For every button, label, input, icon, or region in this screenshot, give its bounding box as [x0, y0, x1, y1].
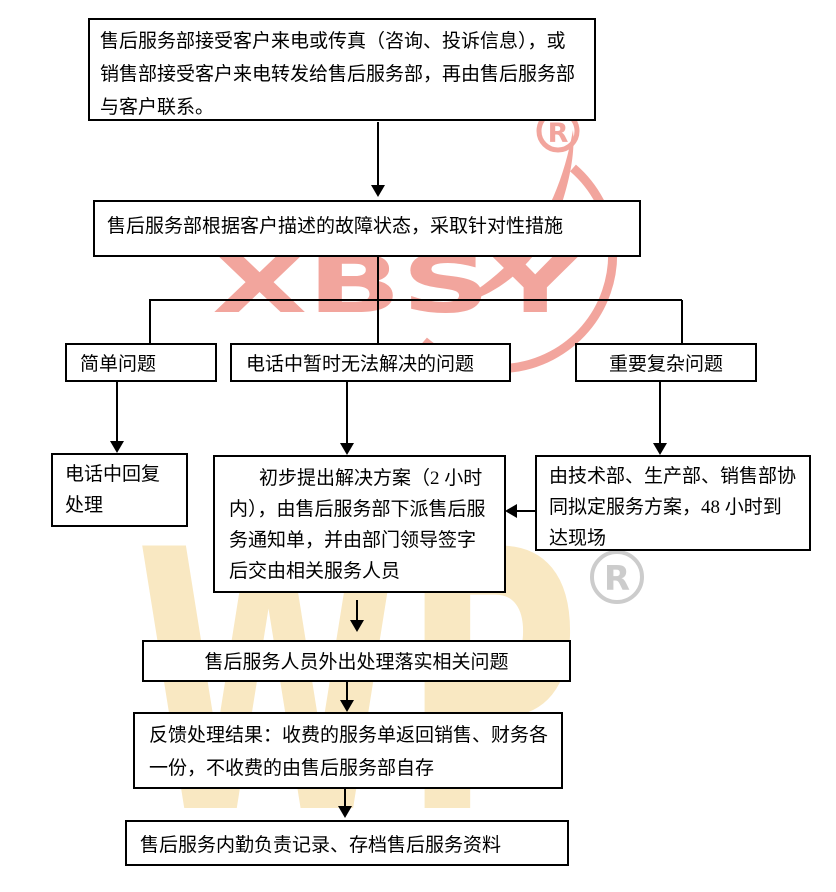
- arrowhead-field-work-feedback: [340, 700, 354, 712]
- node-record-archive: 售后服务内勤负责记录、存档售后服务资料: [125, 820, 569, 866]
- arrowhead-feedback-record: [338, 806, 352, 818]
- arrowhead-phone-unsolvable-solution: [340, 443, 354, 455]
- node-simple-problem: 简单问题: [65, 343, 217, 382]
- node-important-complex-problem: 重要复杂问题: [575, 343, 757, 382]
- gray-registered-letter: R: [604, 559, 630, 599]
- arrowhead-receive-assess: [371, 185, 385, 197]
- gray-registered-icon: R: [590, 550, 644, 604]
- xbsy-circle-arc: [421, 164, 618, 374]
- arrowhead-complex-tech-plan: [653, 443, 667, 455]
- arrowhead-simple-phone-reply: [110, 441, 124, 453]
- arrowhead-solution-field-work: [350, 620, 364, 632]
- xbsy-registered-letter: R: [548, 118, 569, 149]
- node-phone-reply-handling: 电话中回复处理: [51, 453, 188, 527]
- node-feedback-result: 反馈处理结果：收费的服务单返回销售、财务各一份，不收费的由售后服务部自存: [133, 712, 563, 789]
- arrowhead-tech-plan-solution: [505, 504, 517, 518]
- node-phone-unsolvable-problem: 电话中暂时无法解决的问题: [230, 343, 511, 382]
- node-tech-plan: 由技术部、生产部、销售部协同拟定服务方案，48 小时到达现场: [535, 455, 811, 551]
- node-assess: 售后服务部根据客户描述的故障状态，采取针对性措施: [93, 200, 641, 257]
- node-field-work: 售后服务人员外出处理落实相关问题: [142, 640, 571, 682]
- node-initial-solution: 初步提出解决方案（2 小时内），由售后服务部下派售后服务通知单，并由部门领导签字…: [213, 455, 506, 593]
- node-receive: 售后服务部接受客户来电或传真（咨询、投诉信息），或销售部接受客户来电转发给售后服…: [88, 18, 596, 121]
